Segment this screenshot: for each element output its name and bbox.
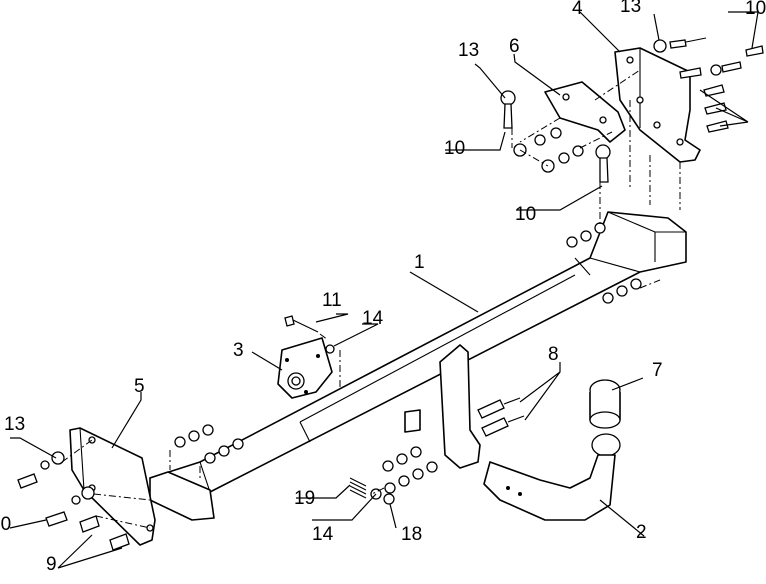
left-side-bracket	[69, 427, 156, 546]
label-part-5: 5	[134, 376, 145, 397]
socket-bolt	[284, 315, 329, 341]
label-part-13-upper: 13	[458, 40, 479, 61]
assembly-lines	[61, 69, 681, 529]
hardware-beam-right	[566, 222, 642, 304]
hardware-upper-mid	[500, 90, 611, 183]
nut-18	[383, 493, 395, 505]
label-part-10-left: 10	[0, 514, 11, 535]
cross-beam	[149, 211, 687, 521]
upper-bracket	[544, 81, 626, 143]
right-side-bracket	[614, 47, 701, 163]
hardware-beam-left	[174, 424, 244, 464]
hardware-upper-right	[653, 37, 764, 133]
hardware-center-bolts	[382, 397, 525, 494]
label-part-13-left: 13	[4, 414, 25, 435]
label-part-19: 19	[294, 488, 315, 509]
label-part-1: 1	[414, 252, 425, 273]
spring-washer	[349, 477, 367, 499]
leader-lines	[9, 11, 759, 569]
label-part-14-mid: 14	[362, 308, 384, 329]
label-part-2: 2	[636, 522, 647, 543]
label-part-11: 11	[322, 290, 342, 311]
label-part-13-top: 13	[620, 0, 641, 17]
label-part-8: 8	[548, 344, 559, 365]
label-part-14-bottom: 14	[312, 524, 334, 545]
label-part-18: 18	[401, 524, 422, 545]
hardware-left	[17, 451, 130, 551]
tow-ball	[589, 379, 621, 429]
label-part-9: 9	[46, 554, 57, 575]
label-part-6: 6	[509, 36, 520, 57]
label-part-3: 3	[233, 340, 244, 361]
label-part-4: 4	[572, 0, 583, 19]
tow-neck	[483, 433, 621, 521]
socket-bracket	[277, 337, 333, 399]
label-part-10-mid: 10	[515, 204, 536, 225]
label-part-10-upper: 10	[444, 138, 465, 159]
label-part-10-top-right: 10	[745, 0, 766, 19]
label-part-7: 7	[652, 360, 663, 381]
socket-nut	[325, 344, 335, 354]
